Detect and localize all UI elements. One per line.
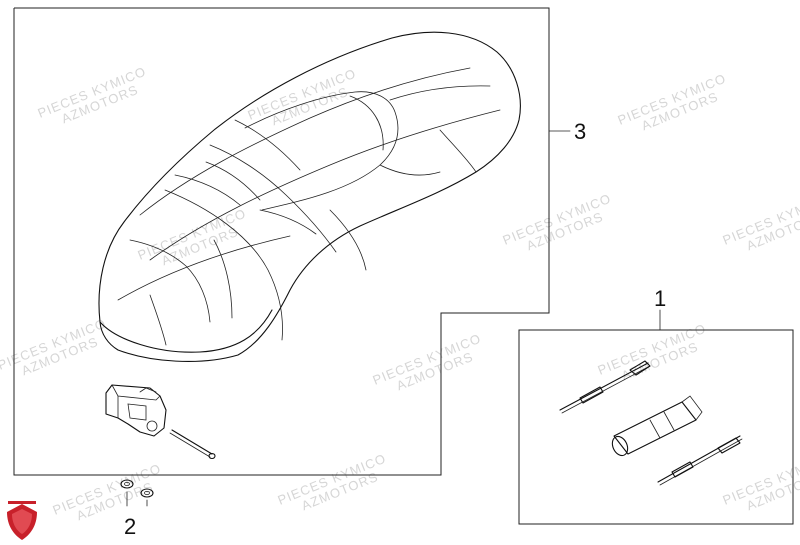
seat-drawing — [98, 31, 521, 362]
seat-lock-drawing — [105, 384, 167, 437]
brand-logo-icon — [7, 501, 37, 540]
callout-3: 3 — [574, 119, 586, 144]
callout-1: 1 — [654, 286, 666, 311]
tool-kit-frame — [518, 329, 794, 525]
callout-2: 2 — [124, 514, 136, 539]
watermarks: PIECES KYMICO AZMOTORS PIECES KYMICO AZM… — [0, 64, 800, 524]
tool-kit-drawing — [559, 360, 743, 486]
nuts-drawing — [120, 479, 154, 507]
seat-assembly-frame — [13, 7, 550, 476]
seat-pin-drawing — [169, 429, 216, 460]
